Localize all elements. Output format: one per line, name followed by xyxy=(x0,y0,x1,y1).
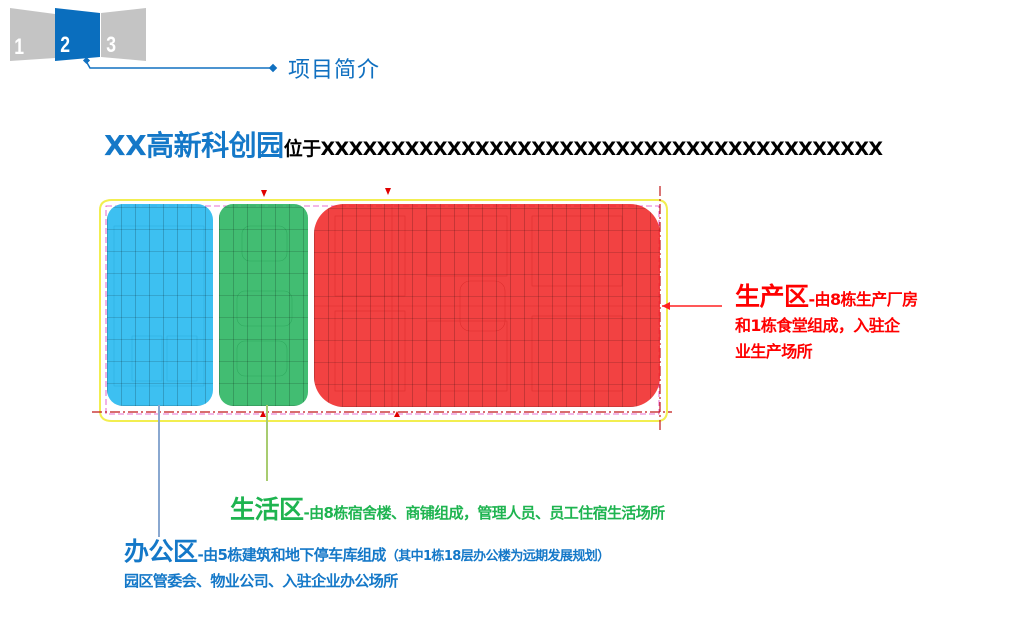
production-zone-title: 生产区 xyxy=(735,282,809,311)
office-zone-title: 办公区 xyxy=(124,537,198,566)
production-zone-desc-line2: 和1栋食堂组成，入驻企 xyxy=(735,316,900,335)
step-1-label[interactable]: 1 xyxy=(14,34,25,59)
office-zone-desc: -由5栋建筑和地下停车库组成 xyxy=(197,546,387,564)
living-zone-callout: 生活区-由8栋宿舍楼、商铺组成，管理人员、员工住宿生活场所 xyxy=(230,490,665,526)
site-plan-map xyxy=(92,186,672,431)
park-location: 位于XXXXXXXXXXXXXXXXXXXXXXXXXXXXXXXXXXXXXX… xyxy=(283,138,883,160)
section-title: 项目简介 xyxy=(288,58,381,83)
step-3-label[interactable]: 3 xyxy=(106,32,117,57)
headline: XX高新科创园位于XXXXXXXXXXXXXXXXXXXXXXXXXXXXXXX… xyxy=(104,126,883,170)
zone-office-area[interactable] xyxy=(107,204,213,406)
zone-production-area[interactable] xyxy=(314,204,660,407)
production-zone-desc: -由8栋生产厂房 xyxy=(808,290,919,309)
office-zone-callout: 办公区-由5栋建筑和地下停车库组成（其中1栋18层办公楼为远期发展规划） 园区管… xyxy=(124,537,610,593)
step-2-label[interactable]: 2 xyxy=(60,32,71,57)
step-panels-graphic xyxy=(10,8,278,73)
production-zone-callout: 生产区-由8栋生产厂房 和1栋食堂组成，入驻企 业生产场所 xyxy=(735,284,918,365)
step-indicator: 1 2 3 xyxy=(0,0,300,90)
office-zone-note: （其中1栋18层办公楼为远期发展规划） xyxy=(385,549,610,564)
living-zone-desc: -由8栋宿舍楼、商铺组成，管理人员、员工住宿生活场所 xyxy=(303,504,666,522)
zone-living-area[interactable] xyxy=(219,204,308,406)
living-zone-title: 生活区 xyxy=(230,495,304,524)
park-name: XX高新科创园 xyxy=(104,129,284,162)
office-zone-desc-line2: 园区管委会、物业公司、入驻企业办公场所 xyxy=(124,572,398,590)
production-zone-desc-line3: 业生产场所 xyxy=(735,342,813,361)
